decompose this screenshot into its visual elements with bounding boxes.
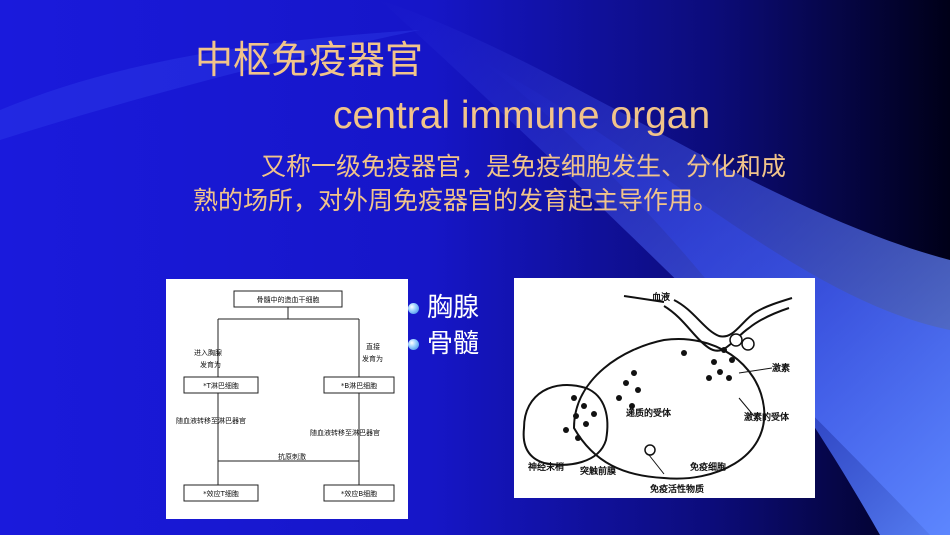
- slide-subtitle: central immune organ: [333, 94, 711, 137]
- label-hormone: 激素: [772, 362, 790, 374]
- bullet-item-bone-marrow: 骨髓: [408, 326, 479, 362]
- slide-title: 中枢免疫器官: [195, 38, 424, 82]
- label-nerve-ending: 神经末梢: [528, 461, 564, 473]
- label-presynaptic-membrane: 突触前膜: [580, 465, 617, 477]
- label-transmitter-receptor: 递质的受体: [626, 407, 672, 419]
- bullet-label: 骨髓: [427, 329, 480, 359]
- label-immune-cell: 免疫细胞: [690, 461, 726, 473]
- lymphocyte-flowchart: 骨髓中的造血干细胞 进入胸腺 发育为 直接 发育为 *T淋巴细胞 *B淋巴细胞 …: [166, 279, 408, 519]
- flow-left-branch-label: 进入胸腺: [194, 348, 222, 357]
- flow-left-migrate-label: 随血液转移至淋巴器官: [176, 416, 246, 425]
- body-text-block: 又称一级免疫器官，是免疫细胞发生、分化和成熟的场所，对外周免疫器官的发育起主导作…: [193, 150, 793, 218]
- flow-top-node: 骨髓中的造血干细胞: [257, 295, 320, 304]
- body-paragraph: 又称一级免疫器官，是免疫细胞发生、分化和成熟的场所，对外周免疫器官的发育起主导作…: [193, 152, 787, 215]
- label-immune-active-substance: 免疫活性物质: [650, 483, 704, 495]
- bullet-list: 胸腺 骨髓: [408, 290, 479, 362]
- bullet-dot-icon: [408, 338, 419, 350]
- neuro-immune-diagram: 血液 激素 递质的受体 激素的受体 神经末梢 突触前膜 免疫细胞 免疫活性物质: [514, 278, 815, 498]
- flow-t-effector-node: *效应T细胞: [203, 489, 239, 498]
- label-hormone-receptor: 激素的受体: [744, 411, 790, 423]
- flow-antigen-label: 抗原刺激: [278, 452, 306, 461]
- flow-b-effector-node: *效应B细胞: [341, 489, 377, 498]
- flow-right-branch-label-2: 发育为: [362, 354, 383, 363]
- flow-b-cell-node: *B淋巴细胞: [341, 381, 377, 390]
- bullet-label: 胸腺: [427, 293, 480, 323]
- flow-right-branch-label: 直接: [366, 342, 380, 351]
- label-blood: 血液: [652, 291, 671, 303]
- flow-left-branch-label-2: 发育为: [200, 360, 221, 369]
- flow-t-cell-node: *T淋巴细胞: [203, 381, 239, 390]
- bullet-item-thymus: 胸腺: [408, 290, 479, 326]
- flow-right-migrate-label: 随血液转移至淋巴器官: [310, 428, 380, 437]
- bullet-dot-icon: [408, 302, 419, 314]
